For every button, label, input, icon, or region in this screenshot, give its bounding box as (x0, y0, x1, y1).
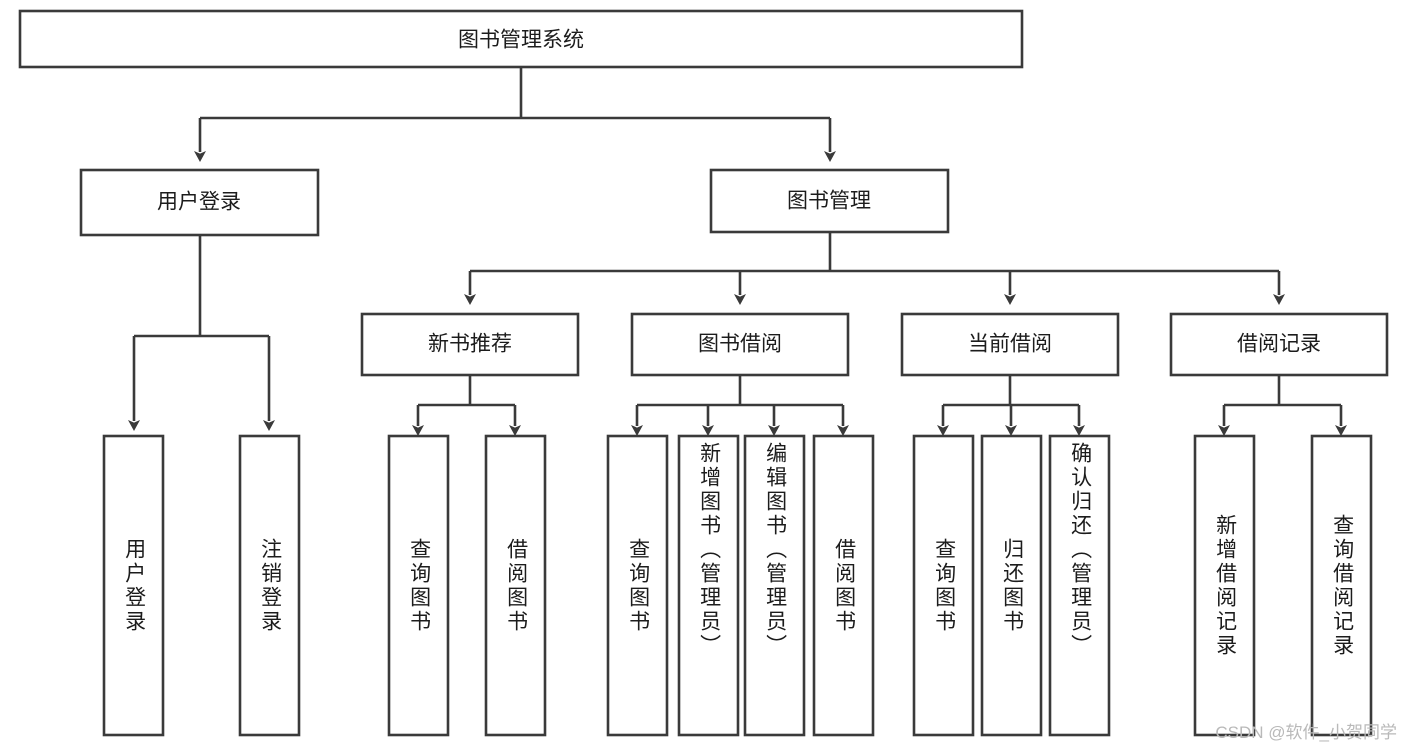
connector-bookborrow-to-leaves (631, 375, 849, 436)
connector-currentborrow-to-leaves (937, 375, 1085, 436)
node-book-management[interactable] (709, 168, 950, 234)
leaf-new-book-1[interactable] (484, 434, 547, 737)
leaf-book-borrow-0[interactable] (606, 434, 669, 737)
connector-root-to-level2 (194, 67, 836, 162)
node-user-login[interactable] (79, 168, 320, 237)
leaf-new-book-0[interactable] (387, 434, 450, 737)
connector-newbook-to-leaves (412, 375, 521, 436)
node-new-book-recommend-label: 新书推荐 (428, 333, 512, 356)
leaf-book-borrow-3[interactable] (812, 434, 875, 737)
connector-borrowrecord-to-leaves (1218, 375, 1347, 436)
node-current-borrow-label: 当前借阅 (968, 333, 1052, 356)
node-new-book-recommend[interactable] (360, 312, 580, 377)
node-borrow-record-label: 借阅记录 (1237, 333, 1321, 356)
leaf-current-borrow-2[interactable] (1048, 434, 1111, 737)
leaf-book-borrow-1[interactable] (677, 434, 740, 737)
node-book-management-label: 图书管理 (787, 190, 871, 213)
leaf-user-login-0[interactable] (102, 434, 165, 737)
node-root[interactable] (18, 9, 1024, 69)
leaf-borrow-record-1[interactable] (1310, 434, 1373, 737)
leaf-current-borrow-1[interactable] (980, 434, 1043, 737)
leaf-user-login-1[interactable] (238, 434, 301, 737)
node-current-borrow[interactable] (900, 312, 1120, 377)
node-borrow-record[interactable] (1169, 312, 1389, 377)
node-book-borrow-label: 图书借阅 (698, 333, 782, 356)
leaf-book-borrow-2[interactable] (743, 434, 806, 737)
node-user-login-label: 用户登录 (157, 191, 241, 214)
connector-userlogin-to-leaves (128, 235, 275, 431)
connector-bookmgmt-to-level3 (464, 232, 1285, 305)
node-book-borrow[interactable] (630, 312, 850, 377)
node-root-label: 图书管理系统 (458, 29, 584, 52)
leaf-current-borrow-0[interactable] (912, 434, 975, 737)
leaf-borrow-record-0[interactable] (1193, 434, 1256, 737)
